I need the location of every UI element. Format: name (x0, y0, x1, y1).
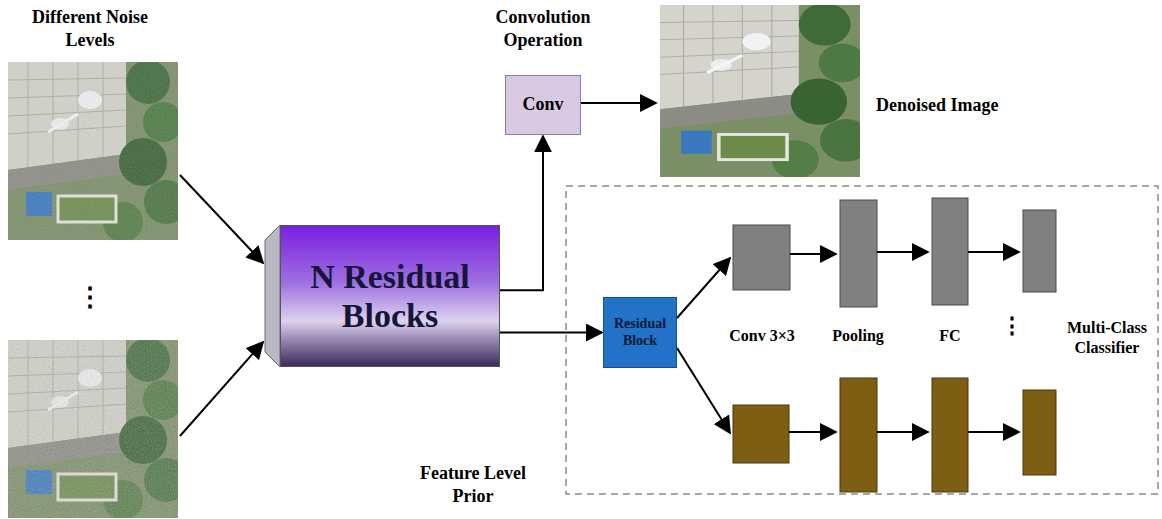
block-side-face (265, 225, 280, 367)
node-text: Residual Block (608, 316, 672, 348)
layer-label: Conv 3×3 (712, 326, 812, 346)
residual-stack-box: N Residual Blocks (280, 225, 500, 367)
layer-label: Pooling (818, 326, 898, 346)
dashed-region (566, 186, 1158, 494)
input-heading: Different Noise Levels (10, 6, 170, 51)
classifier-label: Multi-Class Classifier (1058, 318, 1156, 358)
region-label: Feature Level Prior (408, 462, 538, 507)
ellipsis-mark: ⋮ (997, 312, 1027, 340)
layer-label: FC (920, 326, 980, 346)
branch-arrow (677, 258, 730, 318)
flow-arrow (500, 136, 543, 290)
output-label: Denoised Image (876, 94, 1046, 117)
conv-box: Conv (505, 75, 581, 135)
chain-arrow (968, 431, 1019, 433)
noisy-image (8, 338, 188, 519)
input-arrow (180, 342, 263, 436)
chain-arrow (789, 431, 836, 433)
residual-block-box: Residual Block (603, 297, 677, 368)
classifier-branch (733, 378, 1056, 492)
flow-arrow (500, 332, 602, 334)
noisy-image (8, 60, 188, 242)
chain-arrow (790, 253, 836, 255)
classifier-branch (733, 198, 1056, 307)
chain-arrow (877, 251, 928, 253)
input-arrow (180, 175, 263, 263)
node-text: Conv (522, 94, 563, 116)
ellipsis-mark: ⋮ (70, 282, 110, 315)
chain-arrow (968, 251, 1019, 253)
chain-arrow (877, 431, 928, 433)
output-arrow (581, 102, 656, 104)
branch-arrow (677, 348, 730, 433)
conv-heading: Convolution Operation (478, 6, 608, 51)
denoised-image (660, 3, 872, 179)
node-text: N Residual Blocks (285, 257, 495, 335)
